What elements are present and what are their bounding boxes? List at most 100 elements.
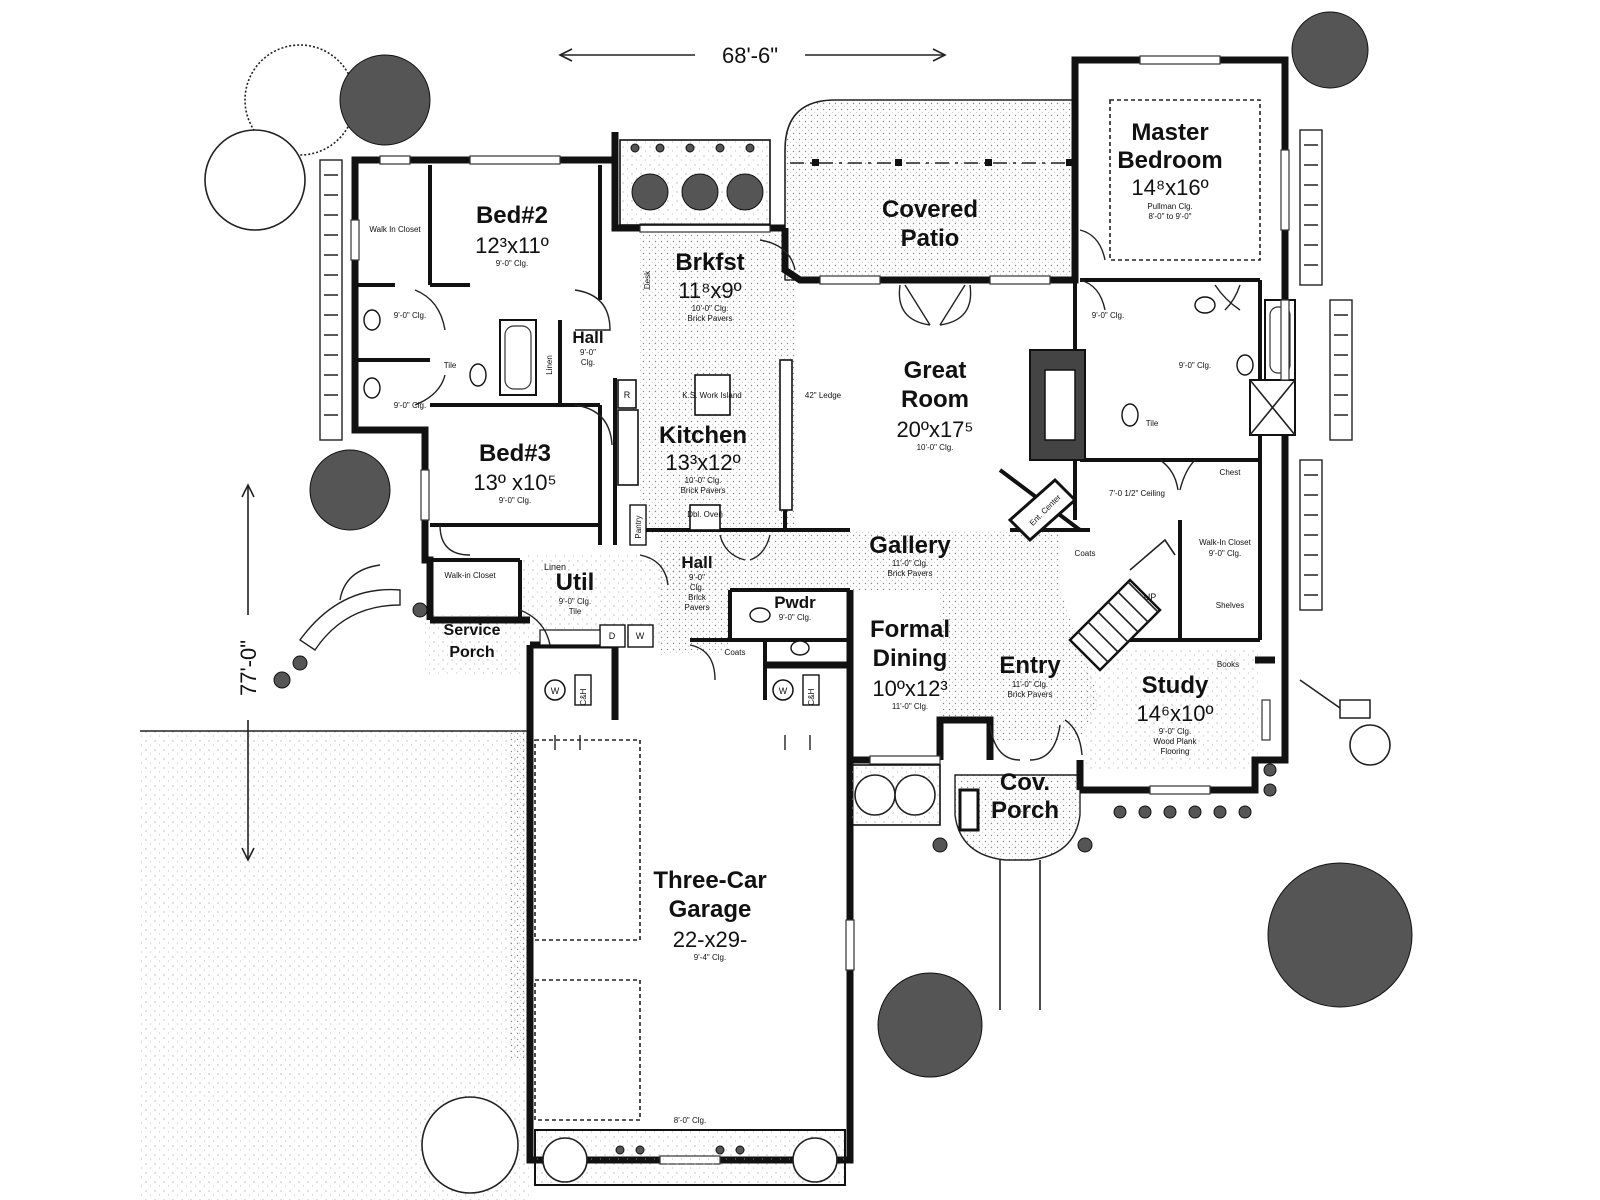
service-porch-line1: Service [444,622,501,639]
walk-in-closet-master: Walk-In Closet [1199,538,1251,547]
ks-work-island-label: K.S. Work Island [682,391,741,400]
garage-size: 22-x29- [673,927,748,952]
chest-label: Chest [1220,468,1242,477]
coats-hall: Coats [725,648,746,657]
patio-planter-shrubs [619,139,771,226]
desk-label: Desk [643,270,652,289]
bath-clg-b: 9'-0" Clg. [394,401,426,410]
side-planters [299,129,1353,651]
service-porch-floor [425,615,520,675]
brkfst-floor [640,228,795,378]
depth-dimension-label: 77'-0" [236,640,261,696]
garage-line1: Three-Car [653,867,766,894]
study-floor1: Wood Plank [1154,737,1198,746]
ch-right: C&H [807,688,816,705]
dining-line1: Formal [870,616,950,643]
util-ceiling: 9'-0" Clg. [559,597,591,606]
staircase [1068,538,1176,672]
water-heater-left: W [551,686,560,696]
water-heater-right: W [779,686,788,696]
washer-label: W [636,631,645,641]
hall-upper-clg1: 9'-0" [580,348,596,357]
pwdr-name: Pwdr [774,593,816,612]
tile-bath: Tile [444,361,457,370]
hall-lower-clg2: Clg. [690,583,704,592]
doors [339,229,1241,761]
study-size: 14⁶x10º [1136,701,1213,726]
master-ceiling-line2: 8'-0" to 9'-0" [1149,212,1192,221]
gallery-floor: Brick Pavers [888,569,933,578]
pwdr-ceiling: 9'-0" Clg. [779,613,811,622]
walk-in-closet-left: Walk In Closet [369,225,421,234]
hall-upper-name: Hall [572,328,603,347]
dbl-oven-label: Dbl. Oven [687,510,723,519]
books-label: Books [1217,660,1239,669]
walk-in-closet-master-clg: 9'-0" Clg. [1209,549,1241,558]
cov-porch-line2: Porch [991,797,1059,824]
windows [350,55,1290,1165]
gallery-name: Gallery [869,532,951,559]
depth-dimension [241,483,255,862]
master-ceiling-line1: Pullman Clg. [1147,202,1192,211]
great-room-line1: Great [904,357,967,384]
interior-walls [355,165,1296,706]
entry-floor [940,590,1100,740]
kitchen-floor: Brick Pavers [681,486,726,495]
covered-patio-line1: Covered [882,196,978,223]
study-ceiling: 9'-0" Clg. [1159,727,1191,736]
linen-hall: Linen [545,355,554,375]
pantry-label: Pantry [634,515,643,538]
util-name: Util [556,569,595,596]
study-floor [1085,650,1260,770]
brkfst-floor: Brick Pavers [688,314,733,323]
bed2-ceiling: 9'-0" Clg. [496,259,528,268]
great-room-line2: Room [901,386,969,413]
walk-in-closet-bed3: Walk-in Closet [444,571,496,580]
dining-size: 10ºx12³ [872,676,947,701]
entry-ceiling: 11'-0" Clg. [1012,680,1048,689]
landscape-trees [204,11,1413,1194]
ceiling-7-label: 7'-0 1/2" Ceiling [1109,489,1165,498]
master-size: 14⁸x16º [1131,175,1208,200]
master-wc-clg: 9'-0" Clg. [1092,311,1124,320]
great-room-ceiling: 10'-0" Clg. [917,443,954,452]
kitchen-name: Kitchen [659,422,747,449]
coats-gallery: Coats [1075,549,1096,558]
fridge-label: R [624,390,631,400]
covered-patio-line2: Patio [901,225,960,252]
brkfst-ceiling: 10'-0" Clg. [692,304,729,313]
hall-lower-clg1: 9'-0" [689,573,705,582]
brkfst-name: Brkfst [675,249,744,276]
garage-line2: Garage [669,896,752,923]
garage-ceiling: 9'-4" Clg. [694,953,726,962]
up-label: UP [1144,592,1157,602]
brkfst-size: 11⁸x9º [678,278,741,303]
bed3-size: 13º x10⁵ [473,470,556,495]
dryer-label: D [609,631,616,641]
dining-line2: Dining [873,645,948,672]
entry-name: Entry [999,652,1061,679]
entry-floor: Brick Pavers [1008,690,1053,699]
garage-rear-ceiling: 8'-0" Clg. [674,1116,706,1125]
master-bath-clg: 9'-0" Clg. [1179,361,1211,370]
dining-ceiling: 11'-0" Clg. [892,702,928,711]
linen-util: Linen [544,562,566,572]
bed3-name: Bed#3 [479,440,551,467]
master-line2: Bedroom [1117,147,1222,174]
tile-master: Tile [1146,419,1159,428]
cov-porch-floor [954,774,1081,861]
ledge-label: 42" Ledge [805,391,842,400]
kitchen-size: 13³x12º [665,450,740,475]
ch-left: C&H [579,688,588,705]
study-floor2: Flooring [1161,747,1190,756]
covered-patio-area [784,99,1076,281]
width-dimension [558,48,947,62]
shelves-label: Shelves [1216,601,1244,610]
bed2-size: 12³x11º [475,233,549,258]
study-name: Study [1142,672,1209,699]
hall-lower-floor1: Brick [688,593,707,602]
hall-lower-name: Hall [681,553,712,572]
great-room-size: 20ºx17⁵ [896,417,973,442]
service-porch-line2: Porch [449,644,494,661]
